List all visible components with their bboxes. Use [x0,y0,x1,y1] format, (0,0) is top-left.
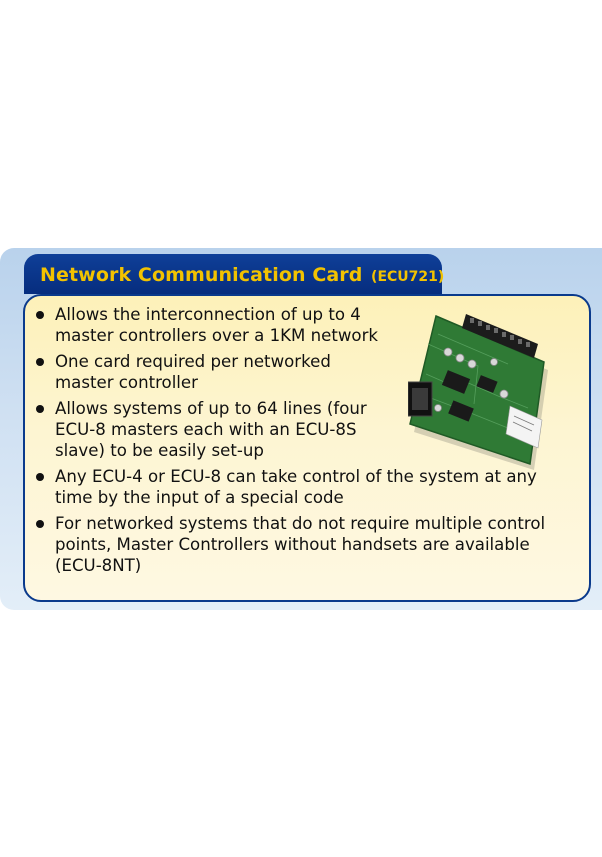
list-item-line: For networked systems that do not requir… [55,514,546,533]
list-item-line: master controller [55,373,198,392]
bullet-icon [36,520,44,528]
list-item-line: slave) to be easily set-up [55,441,264,460]
list-item: Allows systems of up to 64 lines (four E… [33,398,545,461]
title-tab [24,254,442,294]
feature-list: Allows the interconnection of up to 4 ma… [33,304,545,581]
bullet-icon [36,311,44,319]
list-item-line: Allows systems of up to 64 lines (four [55,399,367,418]
list-item-line: Any ECU-4 or ECU-8 can take control of t… [55,467,537,486]
list-item-line: points, Master Controllers without hands… [55,535,530,554]
list-item: One card required per networked master c… [33,351,545,393]
bullet-icon [36,358,44,366]
title-product-code: (ECU721) [371,269,445,285]
list-item-line: master controllers over a 1KM network [55,326,379,345]
list-item-line: Allows the interconnection of up to 4 [55,305,361,324]
list-item-line: ECU-8 masters each with an ECU-8S [55,420,357,439]
list-item: Allows the interconnection of up to 4 ma… [33,304,545,346]
bullet-icon [36,405,44,413]
title-main: Network Communication Card [40,264,363,286]
list-item-line: (ECU-8NT) [55,556,142,575]
circuit-board-icon [408,314,548,470]
list-item-line: time by the input of a special code [55,488,344,507]
list-item-line: One card required per networked [55,352,331,371]
page-title: Network Communication Card (ECU721) [40,262,444,288]
list-item: For networked systems that do not requir… [33,513,545,576]
list-item: Any ECU-4 or ECU-8 can take control of t… [33,466,545,508]
bullet-icon [36,473,44,481]
